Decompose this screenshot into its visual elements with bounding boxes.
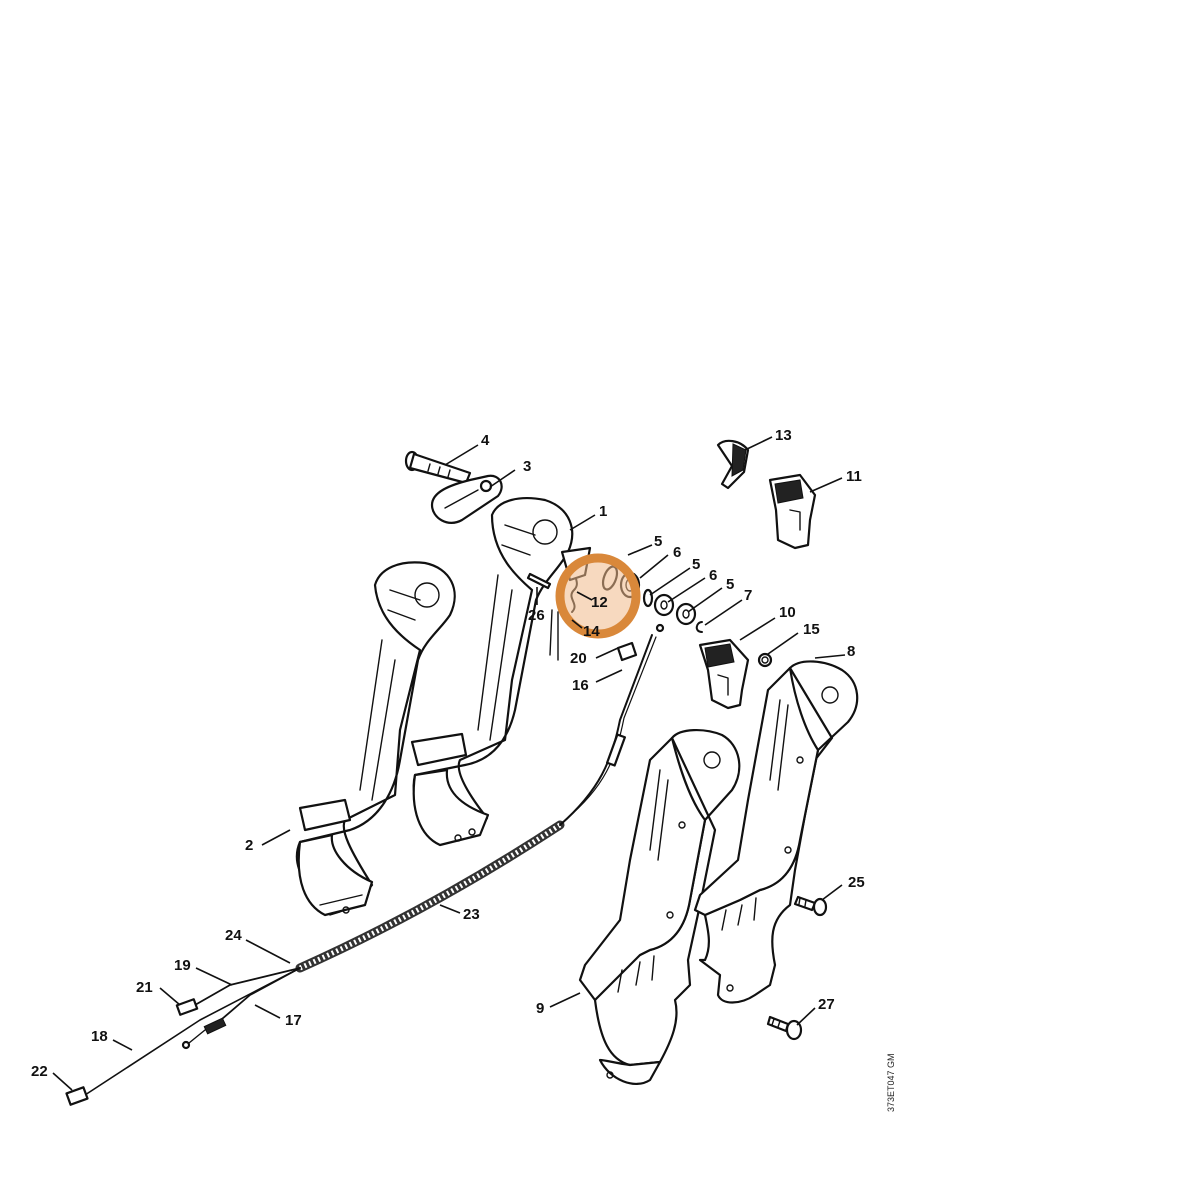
part-8-housing-half bbox=[693, 660, 859, 1004]
callout-19: 19 bbox=[174, 957, 191, 974]
callout-16: 16 bbox=[572, 677, 589, 694]
part-3-bracket bbox=[430, 474, 503, 524]
callout-5c: 5 bbox=[726, 576, 734, 593]
callout-18: 18 bbox=[91, 1028, 108, 1045]
part-27-screw bbox=[766, 1015, 803, 1041]
highlight-circle bbox=[555, 553, 641, 639]
callout-23: 23 bbox=[463, 906, 480, 923]
callout-8: 8 bbox=[847, 643, 855, 660]
callout-17: 17 bbox=[285, 1012, 302, 1029]
callout-2: 2 bbox=[245, 837, 253, 854]
callout-6b: 6 bbox=[709, 567, 717, 584]
part-15-spring bbox=[757, 652, 773, 668]
part-2-handle-half bbox=[295, 561, 456, 917]
part-13-lever bbox=[716, 439, 750, 490]
callout-labels: 4 3 1 5 6 5 6 5 7 10 15 8 11 13 26 12 14… bbox=[31, 427, 865, 1080]
callout-13: 13 bbox=[775, 427, 792, 444]
callout-15: 15 bbox=[803, 621, 820, 638]
callout-6a: 6 bbox=[673, 544, 681, 561]
callout-14: 14 bbox=[583, 623, 600, 640]
part-16-cable-end bbox=[616, 623, 665, 662]
callout-4: 4 bbox=[481, 432, 490, 449]
callout-25: 25 bbox=[848, 874, 865, 891]
part-11-switch bbox=[768, 473, 817, 550]
callout-27: 27 bbox=[818, 996, 835, 1013]
leader-lines bbox=[52, 436, 846, 1091]
callout-21: 21 bbox=[136, 979, 153, 996]
callout-20: 20 bbox=[570, 650, 587, 667]
callout-10: 10 bbox=[779, 604, 796, 621]
callout-22: 22 bbox=[31, 1063, 48, 1080]
part-26-pin bbox=[526, 572, 552, 590]
callout-3: 3 bbox=[523, 458, 531, 475]
callout-12: 12 bbox=[591, 594, 608, 611]
part-10-switch bbox=[698, 638, 750, 710]
callout-26: 26 bbox=[528, 607, 545, 624]
drawing-code: 373ET047 GM bbox=[886, 1053, 896, 1112]
part-4-screw bbox=[404, 450, 472, 485]
part-9-housing-half bbox=[578, 729, 741, 1085]
callout-5b: 5 bbox=[692, 556, 700, 573]
callout-5a: 5 bbox=[654, 533, 662, 550]
part-25-screw bbox=[793, 895, 828, 917]
callout-11: 11 bbox=[846, 468, 862, 485]
cable-harness bbox=[65, 634, 657, 1106]
callout-1: 1 bbox=[599, 503, 607, 520]
part-1-handle-half bbox=[410, 497, 574, 847]
callout-7: 7 bbox=[744, 587, 752, 604]
callout-9: 9 bbox=[536, 1000, 544, 1017]
callout-24: 24 bbox=[225, 927, 242, 944]
